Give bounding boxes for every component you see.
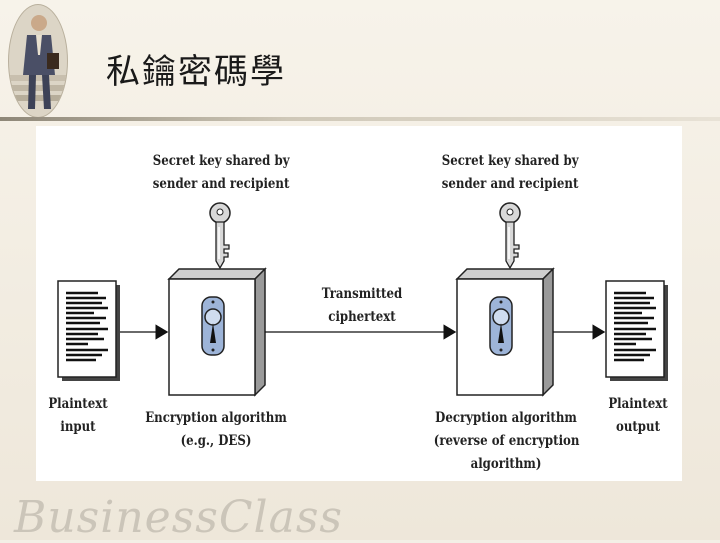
title-divider <box>0 117 720 121</box>
left-key-icon <box>209 202 231 269</box>
plaintext-input-label-line-2: input <box>60 419 96 435</box>
decryption-label: Decryption algorithm (reverse of encrypt… <box>433 407 580 476</box>
brand-watermark: BusinessClass <box>14 492 343 543</box>
decryption-label-line-3: algorithm) <box>470 456 542 472</box>
left-key-label: Secret key shared by sender and recipien… <box>152 150 290 196</box>
encryption-diagram: Secret key shared by sender and recipien… <box>36 126 682 481</box>
encryption-label-line-2: (e.g., DES) <box>180 433 252 449</box>
page-title: 私鑰密碼學 <box>106 52 286 92</box>
decryption-label-line-1: Decryption algorithm <box>435 410 577 426</box>
decryption-label-line-2: (reverse of encryption <box>433 433 580 449</box>
channel-label-line-1: Transmitted <box>321 286 403 302</box>
decryption-box-icon <box>456 268 554 396</box>
channel-label: Transmitted ciphertext <box>312 283 413 329</box>
right-key-label-line-1: Secret key shared by <box>441 153 579 169</box>
left-key-label-line-1: Secret key shared by <box>152 153 290 169</box>
left-key-label-line-2: sender and recipient <box>152 176 290 192</box>
plaintext-output-label-line-2: output <box>615 419 661 435</box>
right-key-label: Secret key shared by sender and recipien… <box>441 150 579 196</box>
right-key-label-line-2: sender and recipient <box>441 176 579 192</box>
channel-label-line-2: ciphertext <box>328 309 396 325</box>
encryption-box-icon <box>168 268 266 396</box>
businessman-logo <box>8 4 68 118</box>
plaintext-input-document-icon <box>56 279 122 383</box>
plaintext-output-document-icon <box>604 279 670 383</box>
plaintext-output-label: Plaintext output <box>603 393 674 439</box>
right-key-icon <box>499 202 521 269</box>
encryption-label-line-1: Encryption algorithm <box>145 410 287 426</box>
plaintext-input-label: Plaintext input <box>43 393 114 439</box>
encryption-label: Encryption algorithm (e.g., DES) <box>144 407 288 453</box>
plaintext-output-label-line-1: Plaintext <box>608 396 668 412</box>
plaintext-input-label-line-1: Plaintext <box>48 396 108 412</box>
